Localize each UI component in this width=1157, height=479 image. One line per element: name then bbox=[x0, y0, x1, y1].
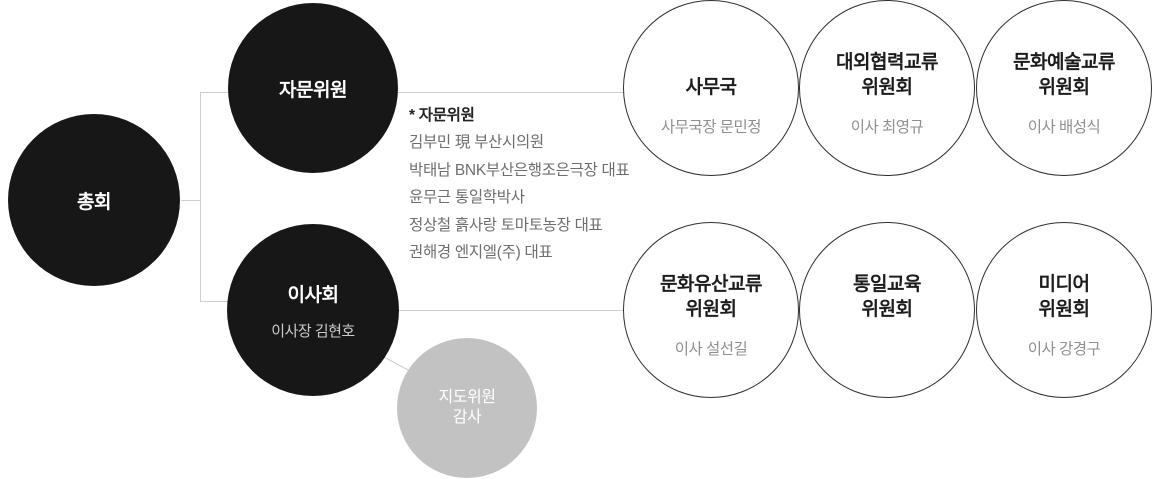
advisory-member: 권해경 엔지엘(주) 대표 bbox=[409, 244, 553, 262]
committee-title-line: 대외협력교류 bbox=[836, 52, 938, 73]
advisory-member: 김부민 現 부산시의원 bbox=[409, 134, 544, 152]
advisory-member: 박태남 BNK부산은행조은극장 대표 bbox=[409, 161, 630, 179]
committee-title-line: 위원회 bbox=[685, 299, 737, 320]
committee-subtitle: 이사 배성식 bbox=[1027, 119, 1101, 136]
node-media-committee: 미디어 위원회 이사 강경구 bbox=[976, 222, 1152, 398]
node-general-assembly-label: 총회 bbox=[77, 191, 111, 213]
advisory-members-list: * 자문위원 김부민 現 부산시의원 박태남 BNK부산은행조은극장 대표 윤무… bbox=[409, 102, 630, 266]
committee-title: 대외협력교류 위원회 bbox=[800, 50, 974, 100]
committee-title-line: 문화예술교류 bbox=[1013, 52, 1115, 73]
node-audit-label-line2: 감사 bbox=[452, 409, 482, 426]
committee-title: 문화유산교류 위원회 bbox=[624, 272, 798, 322]
committee-title-line: 문화유산교류 bbox=[660, 274, 762, 295]
node-audit: 지도위원 감사 bbox=[397, 338, 537, 478]
committee-title-line: 위원회 bbox=[1038, 299, 1090, 320]
node-board-chairman: 이사장 김현호 bbox=[271, 322, 355, 340]
committee-title-line: 위원회 bbox=[861, 299, 913, 320]
committee-subtitle: 이사 강경구 bbox=[1027, 341, 1101, 358]
committee-title: 문화예술교류 위원회 bbox=[977, 50, 1151, 100]
node-advisory-committee: 자문위원 bbox=[228, 3, 398, 173]
committee-title: 사무국 bbox=[624, 75, 798, 100]
committee-title: 통일교육 위원회 bbox=[800, 272, 974, 322]
committee-title-line: 통일교육 bbox=[853, 274, 921, 295]
committee-title-line: 위원회 bbox=[861, 77, 913, 98]
node-advisory-committee-label: 자문위원 bbox=[279, 79, 347, 101]
node-board-label: 이사회 bbox=[287, 284, 339, 306]
committee-title-line: 위원회 bbox=[1038, 77, 1090, 98]
node-audit-label-line1: 지도위원 bbox=[438, 389, 496, 406]
committee-subtitle: 사무국장 문민정 bbox=[660, 119, 762, 136]
committee-subtitle: 이사 설선길 bbox=[674, 341, 748, 358]
advisory-list-heading: * 자문위원 bbox=[409, 107, 475, 124]
node-board: 이사회 이사장 김현호 bbox=[227, 224, 399, 396]
node-cultural-heritage-committee: 문화유산교류 위원회 이사 설선길 bbox=[623, 222, 799, 398]
node-unification-education-committee: 통일교육 위원회 bbox=[799, 222, 975, 398]
committee-title: 미디어 위원회 bbox=[977, 272, 1151, 322]
advisory-member: 정상철 흙사랑 토마토농장 대표 bbox=[409, 216, 603, 234]
committee-title-line: 미디어 bbox=[1038, 274, 1090, 295]
node-culture-arts-committee: 문화예술교류 위원회 이사 배성식 bbox=[976, 0, 1152, 176]
advisory-member: 윤무근 통일학박사 bbox=[409, 189, 525, 207]
committee-subtitle: 이사 최영규 bbox=[850, 119, 924, 136]
node-secretariat: 사무국 사무국장 문민정 bbox=[623, 0, 799, 176]
node-general-assembly: 총회 bbox=[8, 114, 180, 286]
node-external-cooperation-committee: 대외협력교류 위원회 이사 최영규 bbox=[799, 0, 975, 176]
committee-title-line: 사무국 bbox=[685, 77, 737, 98]
